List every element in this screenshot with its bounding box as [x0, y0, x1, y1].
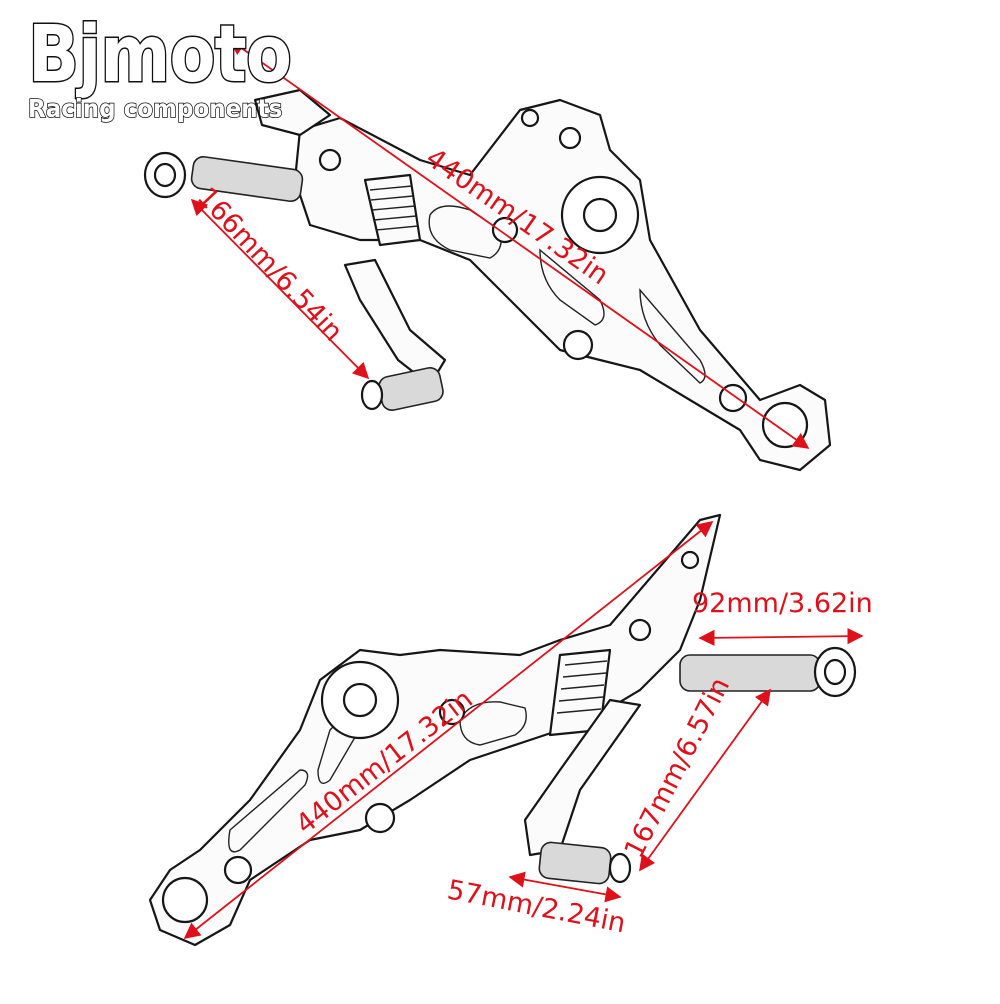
brand-name: Bjmoto	[27, 10, 294, 100]
bottom-peg-width-label: 92mm/3.62in	[692, 588, 873, 619]
top-peg-height-arrow	[190, 198, 370, 380]
bottom-length-arrow	[183, 520, 714, 940]
top-shift-lever	[343, 258, 447, 387]
top-pedal-tip	[360, 366, 444, 412]
top-rearset	[143, 88, 832, 472]
brand-logo: Bjmoto Racing components	[27, 10, 338, 123]
bottom-pedal-tip	[538, 841, 632, 885]
top-length-arrow	[228, 39, 810, 449]
bottom-rearset	[148, 513, 857, 947]
brand-tagline: Racing components	[27, 94, 283, 123]
bottom-pedal-width-arrow	[508, 871, 622, 903]
bottom-footpeg	[679, 646, 857, 698]
bottom-peg-height-arrow	[639, 688, 771, 872]
bottom-peg-height-label: 167mm/6.57in	[619, 673, 736, 863]
bottom-peg-width-arrow	[698, 628, 864, 646]
